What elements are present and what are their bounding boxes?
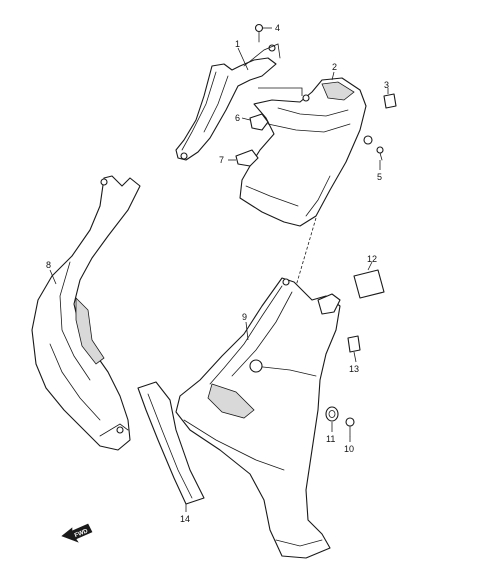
part-9-lower-cover <box>175 277 341 559</box>
part-7-clip <box>228 149 259 167</box>
callout-4: 4 <box>275 23 280 33</box>
callout-10: 10 <box>344 444 354 454</box>
callouts: 1 2 3 4 5 6 7 8 9 10 11 12 13 14 <box>46 23 389 524</box>
part-12-pad <box>353 269 385 299</box>
leader-lines <box>49 71 389 512</box>
part-5-screw <box>363 135 384 161</box>
callout-8: 8 <box>46 260 51 270</box>
forward-arrow-icon: FWD <box>61 523 93 543</box>
fwd-label: FWD <box>74 528 90 539</box>
callout-9: 9 <box>242 312 247 322</box>
part-1-bracket <box>175 43 281 161</box>
callout-2: 2 <box>332 62 337 72</box>
callout-14: 14 <box>180 514 190 524</box>
part-6-clip <box>241 113 269 131</box>
part-2-upper-cover <box>239 77 367 227</box>
part-10-screw <box>345 417 355 437</box>
callout-11: 11 <box>326 434 335 444</box>
part-8-side-cover <box>31 175 141 451</box>
part-13-pad <box>347 335 361 353</box>
callout-5: 5 <box>377 172 382 182</box>
part-11-grommet <box>325 406 339 422</box>
callout-7: 7 <box>219 155 224 165</box>
callout-1: 1 <box>235 39 240 49</box>
callout-3: 3 <box>384 80 389 90</box>
part-3-pad <box>383 93 397 109</box>
part-4-screw <box>254 23 272 43</box>
callout-13: 13 <box>349 364 359 374</box>
callout-12: 12 <box>367 254 377 264</box>
callout-6: 6 <box>235 113 240 123</box>
part-14-strip <box>137 381 205 505</box>
